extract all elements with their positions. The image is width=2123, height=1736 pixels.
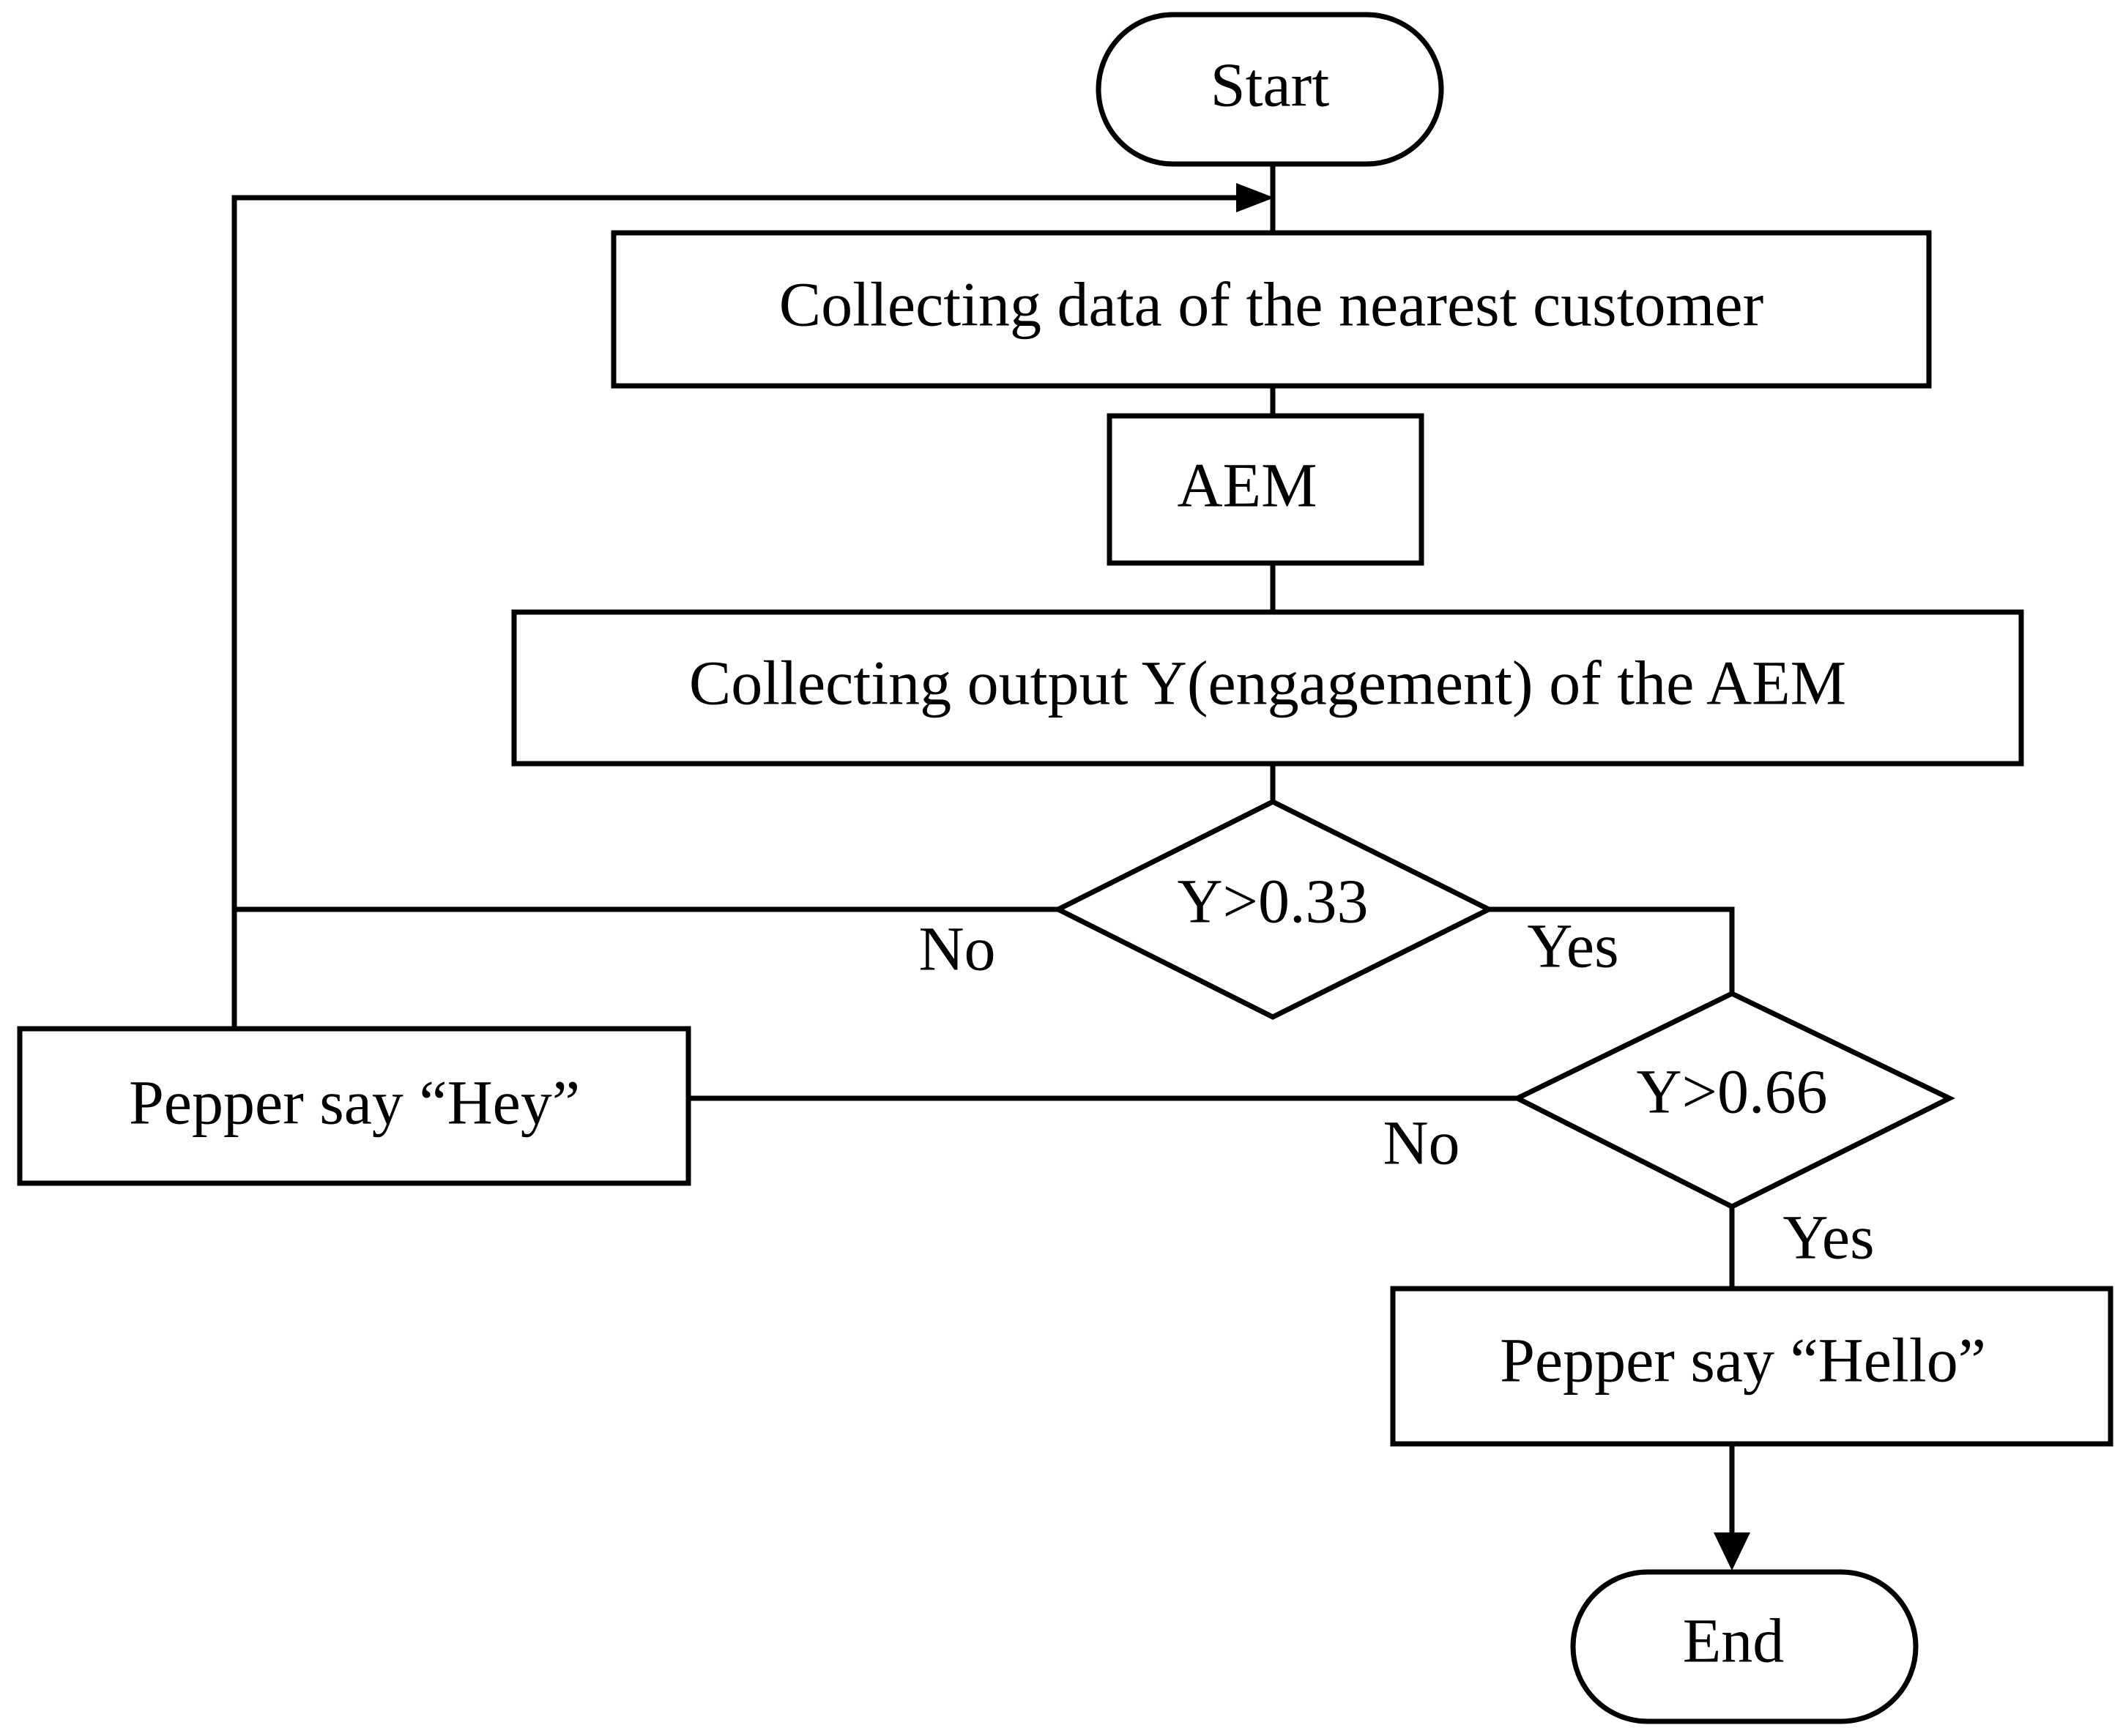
decision-2-label: Y>0.66 <box>1636 1057 1827 1127</box>
end-label: End <box>1683 1606 1785 1676</box>
decision-1-label: Y>0.33 <box>1177 866 1368 936</box>
pepper-hey-box: Pepper say “Hey” <box>17 1026 691 1186</box>
aem-box: AEM <box>1107 413 1424 566</box>
connector-decision-1-yes <box>1489 906 1735 994</box>
collect-output-box: Collecting output Y(engagement) of the A… <box>511 609 2024 767</box>
pepper-hello-box: Pepper say “Hello” <box>1390 1286 2113 1447</box>
arrowhead-loop-back <box>1236 183 1274 212</box>
decision-2-no-label: No <box>1383 1108 1460 1178</box>
start-terminal: Start <box>1096 12 1444 167</box>
arrowhead-to-end <box>1714 1532 1750 1571</box>
start-label: Start <box>1211 50 1330 120</box>
collect-output-label: Collecting output Y(engagement) of the A… <box>689 648 1846 718</box>
decision-1-diamond: Y>0.33 <box>1052 799 1495 1020</box>
decision-1-yes-label: Yes <box>1527 911 1618 981</box>
pepper-hey-label: Pepper say “Hey” <box>129 1068 580 1138</box>
connector-loop-back-top <box>231 195 1245 909</box>
aem-label: AEM <box>1177 450 1317 521</box>
decision-2-diamond: Y>0.66 <box>1512 991 1955 1210</box>
decision-2-yes-label: Yes <box>1782 1202 1874 1273</box>
collect-data-box: Collecting data of the nearest customer <box>611 230 1932 389</box>
pepper-hello-label: Pepper say “Hello” <box>1500 1325 1986 1396</box>
decision-1-no-label: No <box>918 914 995 984</box>
connectors <box>231 165 1750 1571</box>
collect-data-label: Collecting data of the nearest customer <box>779 269 1763 340</box>
end-terminal: End <box>1570 1569 1919 1724</box>
